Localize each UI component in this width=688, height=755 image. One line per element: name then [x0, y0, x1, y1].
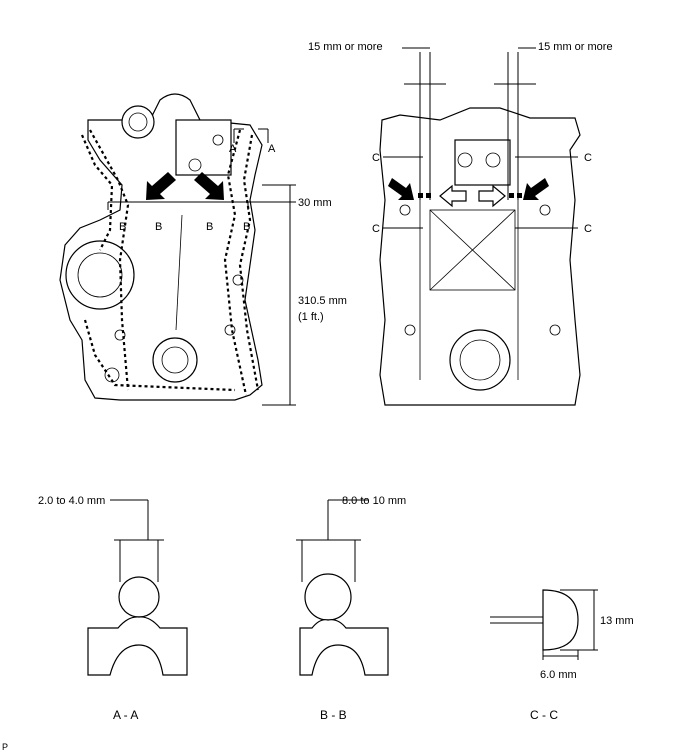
marker-c-1: C [372, 152, 380, 164]
caption-aa: A - A [113, 708, 138, 722]
marker-a-left: A [229, 143, 237, 155]
marker-c-4: C [584, 223, 592, 235]
section-marks-a: A A [229, 128, 276, 155]
section-bb: 8.0 to 10 mm B - B [296, 495, 406, 722]
marker-c-3: C [372, 223, 380, 235]
dim-30mm: 30 mm [298, 197, 332, 209]
caption-bb: B - B [320, 708, 347, 722]
timing-chain-cover-view [59, 93, 263, 401]
section-aa: 2.0 to 4.0 mm A - A [38, 495, 188, 722]
left-dimension-lines: 30 mm 310.5 mm (1 ft.) [255, 184, 347, 406]
marker-b-1: B [119, 221, 126, 233]
dim-310mm: 310.5 mm [298, 295, 347, 307]
caption-cc: C - C [530, 708, 558, 722]
dim-15mm-left: 15 mm or more [308, 41, 383, 53]
section-cc: 13 mm 6.0 mm C - C [490, 589, 634, 722]
section-marks-b: B B B B [119, 221, 250, 233]
cc-width-label: 6.0 mm [540, 669, 577, 681]
dim-1ft: (1 ft.) [298, 311, 324, 323]
left-view-arrows [146, 172, 224, 200]
marker-b-2: B [155, 221, 162, 233]
right-view-big-arrows [388, 178, 549, 208]
section-marks-c: C C C C [372, 152, 592, 235]
right-dimension-lines: 15 mm or more 15 mm or more [308, 41, 613, 200]
cylinder-block-view [379, 107, 581, 406]
aa-width-label: 2.0 to 4.0 mm [38, 495, 105, 507]
marker-b-3: B [206, 221, 213, 233]
marker-b-4: B [243, 221, 250, 233]
cc-height-label: 13 mm [600, 615, 634, 627]
corner-letter: P [2, 742, 8, 752]
marker-a-right: A [268, 143, 276, 155]
dim-15mm-right: 15 mm or more [538, 41, 613, 53]
bb-width-label: 8.0 to 10 mm [342, 495, 406, 507]
marker-c-2: C [584, 152, 592, 164]
